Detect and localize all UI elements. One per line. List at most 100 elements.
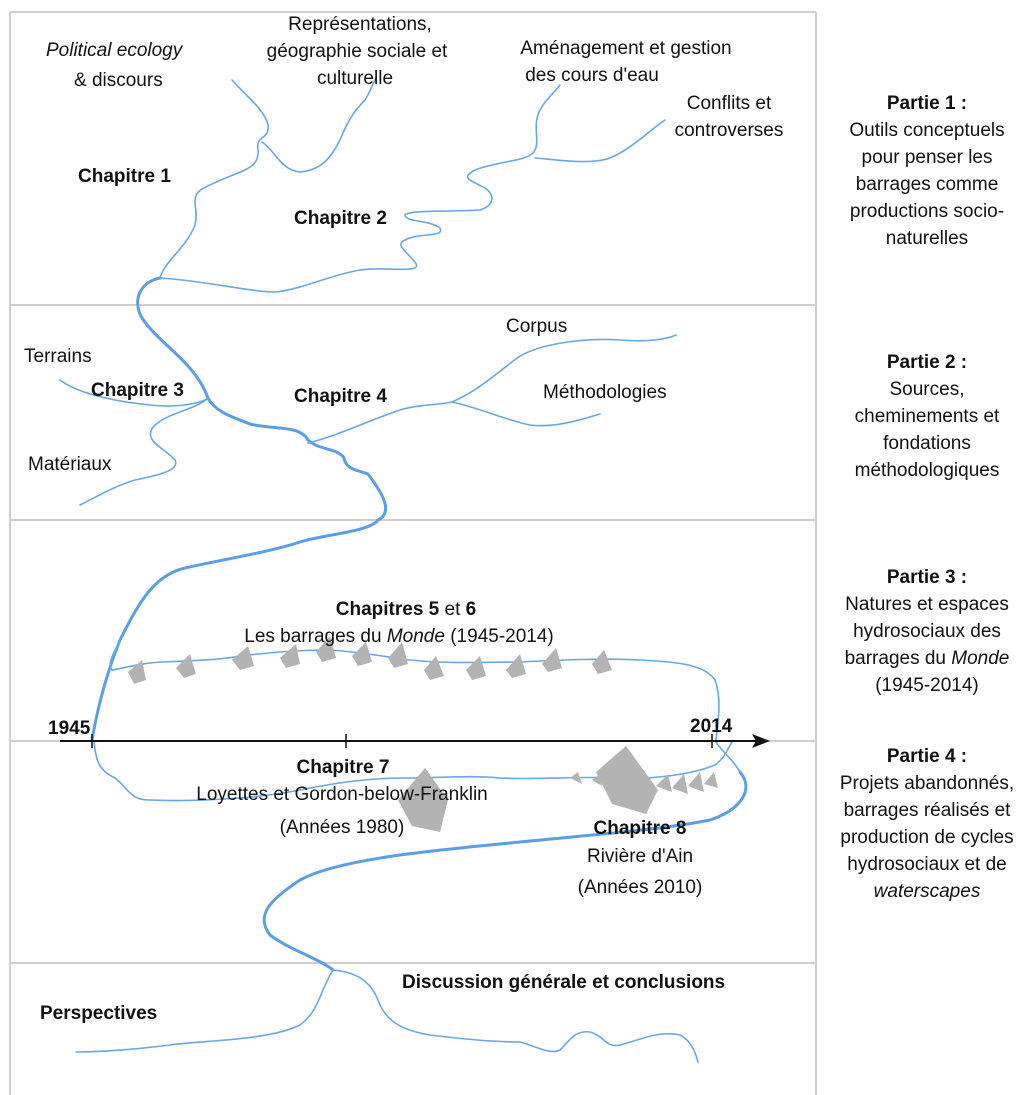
part-1-line: productions socio-	[850, 201, 1004, 222]
chapitre-7-label: Chapitre 7	[297, 757, 390, 778]
tributary-perspectives	[75, 969, 334, 1053]
discours-label: & discours	[74, 70, 163, 91]
chapitre-2-label: Chapitre 2	[294, 208, 387, 229]
dam-icon	[592, 650, 612, 674]
dam-icon	[280, 644, 300, 668]
annees-2010-label: (Années 2010)	[578, 877, 703, 898]
tributary-political-ecology	[159, 79, 269, 279]
panel-3-labels: Chapitres 5 et 6 Les barrages du Monde (…	[244, 599, 554, 647]
barrages-monde-label: Les barrages du Monde (1945-2014)	[244, 626, 554, 647]
loop-monde	[109, 639, 720, 741]
loyettes-label: Loyettes et Gordon-below-Franklin	[196, 784, 487, 805]
panel-5-labels: Perspectives Discussion générale et conc…	[40, 972, 725, 1024]
conflits-line-2: controverses	[675, 120, 784, 141]
dams-monde	[128, 636, 612, 684]
conflits-line-1: Conflits et	[687, 93, 772, 114]
representations-line-1: Représentations,	[288, 14, 432, 35]
representations-line-2: géographie sociale et	[267, 41, 448, 62]
part-3-line: hydrosociaux des	[853, 621, 1001, 642]
part-2-line: fondations	[883, 433, 971, 454]
part-1-title: Partie 1 :	[887, 93, 967, 114]
dam-icon-ain-large	[596, 746, 658, 814]
dam-icon	[316, 636, 336, 662]
dam-icon	[352, 642, 372, 666]
part-4-description: Partie 4 : Projets abandonnés, barrages …	[840, 746, 1014, 902]
dam-icon	[672, 774, 688, 794]
panel-1-labels: Chapitre 1 Political ecology & discours …	[46, 14, 783, 229]
main-river-lower	[262, 770, 748, 972]
perspectives-label: Perspectives	[40, 1003, 157, 1024]
part-3-line-monde: barrages du Monde	[845, 648, 1010, 669]
dam-icon	[704, 772, 718, 788]
terrains-label: Terrains	[24, 346, 92, 367]
part-2-line: cheminements et	[855, 406, 1000, 427]
part-4-title: Partie 4 :	[887, 746, 967, 767]
tributary-chapitre-4	[307, 334, 677, 444]
part-1-line: barrages comme	[856, 174, 999, 195]
part-2-line: Sources,	[890, 379, 965, 400]
part-1-line: naturelles	[886, 228, 968, 249]
part-2-title: Partie 2 :	[887, 352, 967, 373]
branch-2014	[715, 741, 741, 773]
arrow-right-icon	[752, 734, 770, 748]
panel-2-labels: Terrains Chapitre 3 Matériaux Chapitre 4…	[24, 316, 667, 475]
timeline-end-label: 2014	[690, 716, 733, 737]
tributary-conflits	[534, 119, 666, 163]
part-4-line-waterscapes: waterscapes	[874, 881, 981, 902]
part-1-description: Partie 1 : Outils conceptuels pour pense…	[849, 93, 1004, 249]
riviere-ain-label: Rivière d'Ain	[587, 846, 693, 867]
amenagement-line-1: Aménagement et gestion	[520, 38, 731, 59]
tributary-representations	[261, 77, 377, 173]
part-2-line: méthodologiques	[855, 460, 1000, 481]
dam-icon	[592, 774, 602, 786]
part-2-description: Partie 2 : Sources, cheminements et fond…	[855, 352, 1000, 481]
tributary-materiaux	[79, 397, 209, 506]
dam-icon	[388, 642, 408, 668]
corpus-label: Corpus	[506, 316, 567, 337]
part-4-line: Projets abandonnés,	[840, 773, 1014, 794]
chapitre-1-label: Chapitre 1	[78, 166, 171, 187]
tributary-methodologies	[451, 401, 601, 427]
part-3-description: Partie 3 : Natures et espaces hydrosocia…	[845, 567, 1010, 696]
dam-icon	[128, 660, 146, 684]
dam-icon	[466, 656, 486, 680]
loop-chapitre-7	[93, 741, 733, 802]
timeline-start-label: 1945	[48, 718, 91, 739]
methodologies-label: Méthodologies	[543, 382, 667, 403]
dam-icon	[424, 656, 444, 680]
dam-icon-loyettes	[398, 768, 448, 832]
dam-icon	[570, 772, 582, 784]
main-river	[90, 276, 388, 742]
river-network	[59, 77, 748, 1063]
dam-icon	[176, 654, 196, 678]
part-1-line: Outils conceptuels	[849, 120, 1004, 141]
dams-chapter-7-8	[398, 746, 718, 832]
amenagement-line-2: des cours d'eau	[525, 65, 659, 86]
tributary-chapitre-2	[159, 84, 561, 293]
panel-4-labels: Chapitre 7 Loyettes et Gordon-below-Fran…	[196, 757, 702, 898]
chapitre-4-label: Chapitre 4	[294, 386, 387, 407]
part-3-line: Natures et espaces	[845, 594, 1009, 615]
part-3-line: (1945-2014)	[875, 675, 979, 696]
discussion-label: Discussion générale et conclusions	[402, 972, 725, 993]
dam-icon	[656, 774, 672, 792]
chapitre-3-label: Chapitre 3	[91, 380, 184, 401]
chapitres-5-6-label: Chapitres 5 et 6	[336, 599, 476, 620]
part-4-line: hydrosociaux et de	[847, 854, 1007, 875]
part-3-title: Partie 3 :	[887, 567, 967, 588]
timeline-axis: 1945 2014	[48, 716, 770, 748]
dam-icon	[506, 654, 526, 678]
materiaux-label: Matériaux	[28, 454, 112, 475]
part-4-line: production de cycles	[840, 827, 1013, 848]
tributary-discussion	[332, 969, 699, 1063]
tributary-terrains	[59, 379, 209, 407]
chapitre-8-label: Chapitre 8	[594, 818, 687, 839]
representations-line-3: culturelle	[317, 68, 393, 89]
annees-1980-label: (Années 1980)	[280, 817, 405, 838]
dam-icon	[232, 646, 254, 670]
dam-icon	[688, 772, 704, 792]
dam-icon	[542, 648, 562, 672]
part-1-line: pour penser les	[862, 147, 993, 168]
political-ecology-label: Political ecology	[46, 40, 184, 61]
